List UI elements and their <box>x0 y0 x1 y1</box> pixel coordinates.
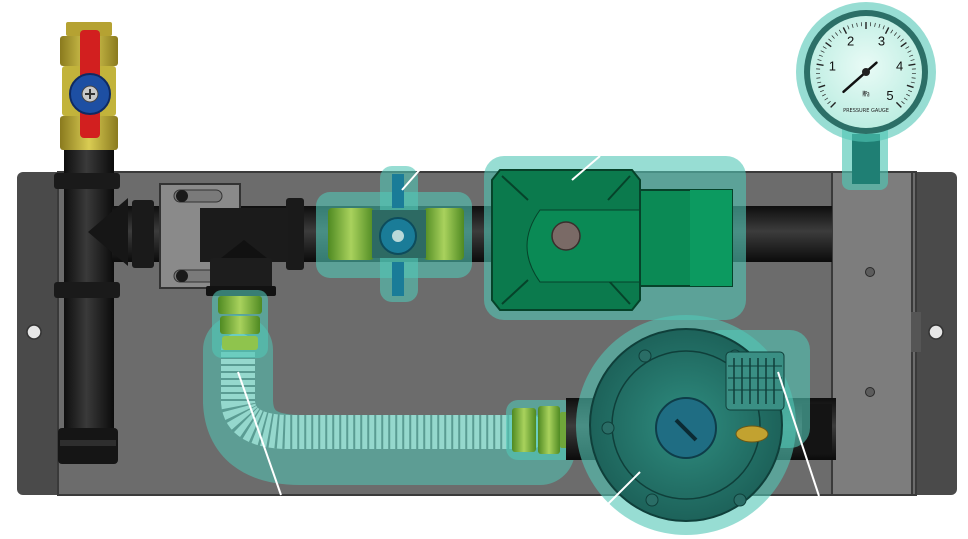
gauge-tick <box>828 38 832 42</box>
ball-valve-green <box>316 166 472 302</box>
gauge-tick <box>820 50 825 53</box>
gauge-tick <box>903 97 908 101</box>
tee-fitting <box>200 208 288 296</box>
gauge-tick <box>895 101 902 108</box>
gauge-tick <box>822 46 827 49</box>
gauge-tick <box>901 101 905 105</box>
gauge-tick <box>907 50 912 53</box>
gauge-tick <box>818 84 826 89</box>
gauge-tick <box>890 29 894 34</box>
panel-screw-bottom <box>865 387 875 397</box>
gauge-tick <box>838 29 842 34</box>
flex-hose-highlighted <box>203 290 576 485</box>
gauge-ticks <box>816 22 916 108</box>
gauge-needle <box>842 61 878 94</box>
gauge-scale-label: 4 <box>896 59 903 74</box>
gauge-tick <box>825 42 832 48</box>
leader-line-valve <box>401 157 431 191</box>
gauge-face-caption: PRESSURE GAUGE <box>843 108 889 114</box>
gauge-tick <box>824 97 829 101</box>
panel-hole-left <box>26 324 42 340</box>
leader-line-pump <box>571 155 601 181</box>
gauge-tick <box>900 38 904 42</box>
gauge-tick <box>909 54 914 57</box>
gauge-scale-label: 1 <box>829 59 836 74</box>
gauge-tick <box>822 93 826 97</box>
strainer-basket <box>725 351 785 411</box>
circulation-pump <box>484 156 746 320</box>
leader-line-strainer <box>777 371 820 497</box>
gauge-tick <box>911 77 916 79</box>
gauge-unit: ㎫ <box>863 90 870 98</box>
gauge-tick <box>835 32 839 36</box>
gauge-tick <box>908 63 916 66</box>
gauge-tick <box>830 101 837 108</box>
leader-line-hose <box>237 371 282 496</box>
gauge-tick <box>817 59 822 61</box>
gauge-scale-label: 2 <box>847 34 854 49</box>
gauge-tick <box>874 22 876 27</box>
filter-regulator <box>566 315 836 535</box>
gauge-scale-label: 5 <box>886 88 893 103</box>
gauge-tick <box>900 42 907 48</box>
gauge-tick <box>906 84 914 89</box>
gauge-tick <box>910 81 915 84</box>
gauge-tick <box>831 35 835 39</box>
valve-handle-blue <box>392 174 404 208</box>
gauge-tick <box>851 23 854 28</box>
gauge-tick <box>816 63 824 66</box>
hose-fitting-top <box>212 290 268 358</box>
gauge-tick <box>884 27 890 35</box>
gauge-scale-label: 3 <box>878 34 885 49</box>
hose-fitting-right <box>506 400 576 460</box>
gauge-tick <box>816 77 821 79</box>
gauge-tick <box>905 46 910 49</box>
gauge-tick <box>818 54 823 57</box>
gauge-tick <box>842 27 848 35</box>
pressure-gauge: 12 345 ㎫ PRESSURE GAUGE <box>796 2 936 190</box>
gauge-tick <box>856 22 858 27</box>
gauge-tick <box>908 89 913 93</box>
gauge-tick <box>819 89 824 93</box>
ball-valve-yellow <box>60 22 118 150</box>
gauge-tick <box>893 32 897 36</box>
pump-shaft <box>551 221 581 251</box>
gauge-scale-labels: 12 345 <box>829 34 903 103</box>
gauge-tick <box>910 59 915 61</box>
panel-screw-top <box>865 267 875 277</box>
gauge-tick <box>882 25 885 30</box>
leader-line-filter <box>607 471 641 505</box>
leader-lines <box>237 155 820 505</box>
gauge-tick <box>906 93 910 97</box>
gauge-tick <box>817 81 822 84</box>
inlet-riser-pipe <box>54 150 120 464</box>
panel-hole-right <box>928 324 944 340</box>
gauge-tick <box>897 35 901 39</box>
gauge-tick <box>847 25 850 30</box>
gauge-tick <box>827 101 831 105</box>
gauge-tick <box>878 23 881 28</box>
